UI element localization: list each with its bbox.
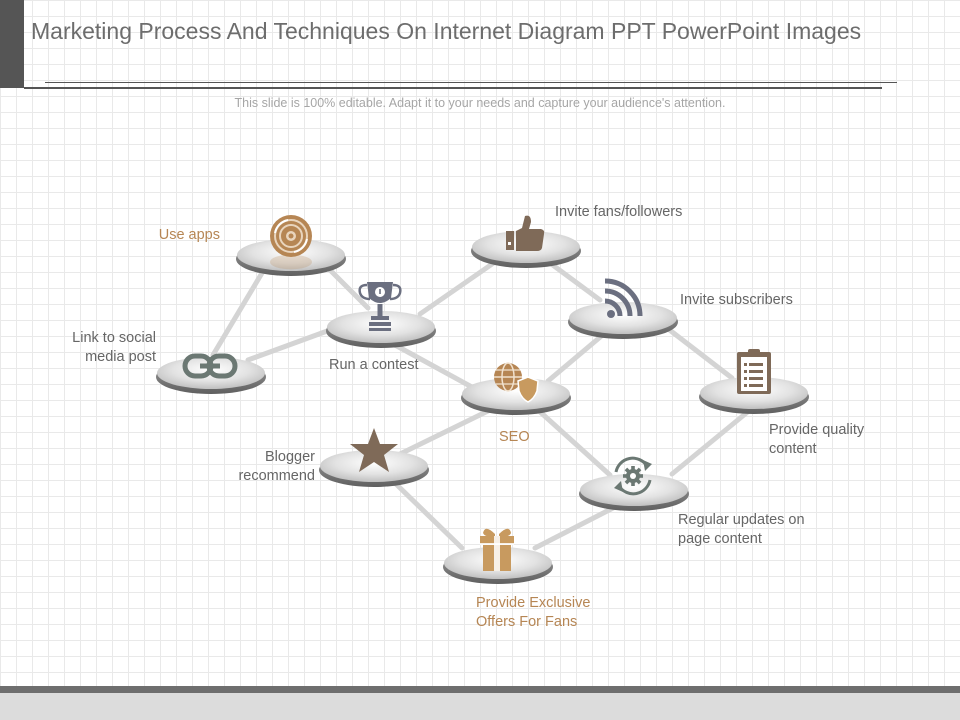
connector-line xyxy=(393,481,465,551)
node-invite-subscribers xyxy=(568,302,678,339)
connector-lines xyxy=(210,259,753,551)
connector-line xyxy=(669,407,753,477)
connector-line xyxy=(395,407,493,458)
footer-band xyxy=(0,693,960,720)
clipboard-list-icon xyxy=(737,349,771,394)
connector-line xyxy=(547,260,603,303)
connector-line xyxy=(664,325,735,381)
connector-line xyxy=(392,342,473,389)
connector-line xyxy=(210,265,268,358)
node-seo xyxy=(461,378,571,415)
disc xyxy=(327,311,435,343)
label-line: Provide quality xyxy=(769,422,865,438)
label-line: Provide Exclusive xyxy=(476,595,591,611)
disc xyxy=(462,378,570,410)
label-line: Blogger xyxy=(265,449,315,465)
corner-accent-bar xyxy=(0,0,24,88)
footer-bar xyxy=(0,686,960,693)
star-icon xyxy=(350,428,398,472)
label-use-apps: Use apps xyxy=(158,227,220,243)
label-run-contest: Run a contest xyxy=(329,357,419,373)
label-regular-updates: Regular updates on page content xyxy=(678,511,805,549)
disc-icon-reflection xyxy=(270,254,312,270)
label-provide-quality: Provide quality content xyxy=(769,421,864,459)
label-line: Link to social xyxy=(72,330,156,346)
label-line: content xyxy=(769,441,817,457)
slide-subtitle: This slide is 100% editable. Adapt it to… xyxy=(234,96,726,110)
disc xyxy=(320,450,428,482)
connector-line xyxy=(245,327,333,363)
gear-refresh-icon xyxy=(614,456,652,496)
slide-title: Marketing Process And Techniques On Inte… xyxy=(31,18,862,44)
connector-line xyxy=(532,504,618,551)
gift-icon xyxy=(480,528,514,571)
trophy-icon xyxy=(358,282,402,331)
disc xyxy=(569,302,677,334)
label-invite-subscribers: Invite subscribers xyxy=(680,292,793,308)
connector-line xyxy=(535,407,613,478)
disc-icon xyxy=(270,215,312,257)
title-rule-thick xyxy=(24,87,882,89)
globe-shield-icon xyxy=(494,362,539,403)
node-blogger xyxy=(319,450,429,487)
title-rule-thin xyxy=(45,82,897,83)
label-line: page content xyxy=(678,531,762,547)
label-line: Regular updates on xyxy=(678,512,805,528)
label-line: recommend xyxy=(238,468,315,484)
label-link-social: Link to social media post xyxy=(72,329,156,367)
label-seo: SEO xyxy=(499,429,530,445)
connector-line xyxy=(545,330,608,384)
label-exclusive-offers: Provide Exclusive Offers For Fans xyxy=(476,594,590,632)
label-line: Offers For Fans xyxy=(476,614,578,630)
connector-line xyxy=(417,259,498,317)
label-blogger: Blogger recommend xyxy=(238,448,315,486)
chain-link-icon xyxy=(182,353,238,379)
connector-line xyxy=(327,267,371,311)
label-invite-fans: Invite fans/followers xyxy=(555,204,683,220)
thumbs-up-icon xyxy=(506,215,545,251)
label-line: media post xyxy=(85,349,156,365)
rss-feed-icon xyxy=(604,278,643,318)
disc xyxy=(580,474,688,506)
